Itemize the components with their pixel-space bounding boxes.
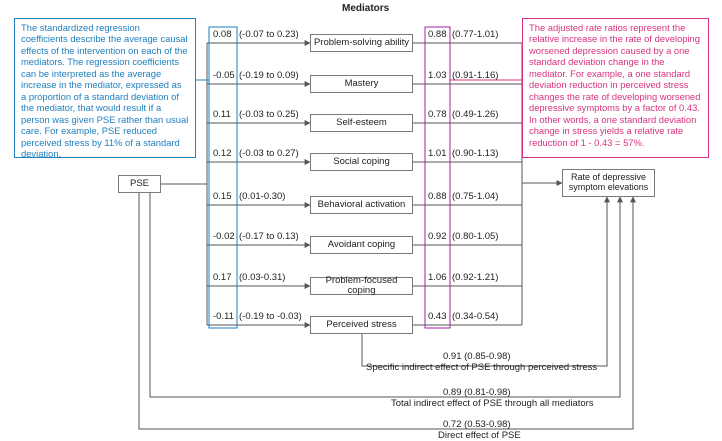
mediator-coefficient: 0.17 — [213, 272, 232, 283]
mediator-rate-ratio: 0.88 — [428, 191, 447, 202]
effect-label: Total indirect effect of PSE through all… — [391, 398, 594, 409]
mediator-box: Problem-focused coping — [310, 275, 413, 296]
mediator-box: Behavioral activation — [310, 196, 413, 214]
mediator-box: Mastery — [310, 75, 413, 93]
mediator-coefficient-ci: (-0.19 to -0.03) — [239, 311, 302, 322]
mediator-box: Avoidant coping — [310, 236, 413, 254]
mediator-coefficient-ci: (-0.07 to 0.23) — [239, 29, 299, 40]
mediator-box: Problem-solving ability — [310, 34, 413, 52]
rate-ratio-bracket — [424, 26, 451, 329]
effect-value: 0.91 (0.85-0.98) — [443, 351, 511, 362]
mediator-coefficient: -0.05 — [213, 70, 235, 81]
mediator-coefficient-ci: (0.03-0.31) — [239, 272, 286, 283]
effect-value: 0.89 (0.81-0.98) — [443, 387, 511, 398]
mediator-coefficient-ci: (-0.03 to 0.25) — [239, 109, 299, 120]
mediator-rate-ratio-ci: (0.80-1.05) — [452, 231, 499, 242]
mediator-rate-ratio-ci: (0.90-1.13) — [452, 148, 499, 159]
mediator-rate-ratio: 1.03 — [428, 70, 447, 81]
mediator-coefficient-ci: (0.01-0.30) — [239, 191, 286, 202]
mediator-coefficient: -0.11 — [213, 311, 234, 322]
mediator-rate-ratio: 1.01 — [428, 148, 447, 159]
mediator-coefficient: 0.11 — [213, 109, 231, 120]
mediator-box: Social coping — [310, 153, 413, 171]
mediator-rate-ratio-ci: (0.92-1.21) — [452, 272, 499, 283]
outcome-box: Rate of depressive symptom elevations — [562, 169, 655, 197]
effect-value: 0.72 (0.53-0.98) — [443, 419, 511, 430]
effect-label: Specific indirect effect of PSE through … — [366, 362, 598, 373]
mediator-coefficient: 0.15 — [213, 191, 232, 202]
diagram-title: Mediators — [342, 3, 390, 14]
effect-label: Direct effect of PSE — [438, 430, 521, 441]
mediator-rate-ratio-ci: (0.75-1.04) — [452, 191, 499, 202]
mediator-rate-ratio-ci: (0.77-1.01) — [452, 29, 499, 40]
mediator-rate-ratio: 0.78 — [428, 109, 447, 120]
mediator-coefficient-ci: (-0.19 to 0.09) — [239, 70, 299, 81]
coefficient-bracket — [208, 26, 238, 329]
mediator-rate-ratio: 0.88 — [428, 29, 447, 40]
mediator-coefficient-ci: (-0.17 to 0.13) — [239, 231, 299, 242]
mediator-coefficient: 0.12 — [213, 148, 232, 159]
mediator-rate-ratio: 1.06 — [428, 272, 447, 283]
mediator-rate-ratio-ci: (0.34-0.54) — [452, 311, 499, 322]
mediator-rate-ratio: 0.43 — [428, 311, 447, 322]
mediator-rate-ratio-ci: (0.91-1.16) — [452, 70, 499, 81]
right-note: The adjusted rate ratios represent the r… — [522, 18, 709, 158]
mediator-coefficient-ci: (-0.03 to 0.27) — [239, 148, 299, 159]
left-note: The standardized regression coefficients… — [14, 18, 196, 159]
mediator-rate-ratio-ci: (0.49-1.26) — [452, 109, 499, 120]
mediator-rate-ratio: 0.92 — [428, 231, 447, 242]
mediator-coefficient: -0.02 — [213, 231, 235, 242]
mediator-box: Self-esteem — [310, 114, 413, 132]
exposure-box: PSE — [118, 175, 161, 193]
mediator-coefficient: 0.08 — [213, 29, 232, 40]
mediator-box: Perceived stress — [310, 316, 413, 334]
